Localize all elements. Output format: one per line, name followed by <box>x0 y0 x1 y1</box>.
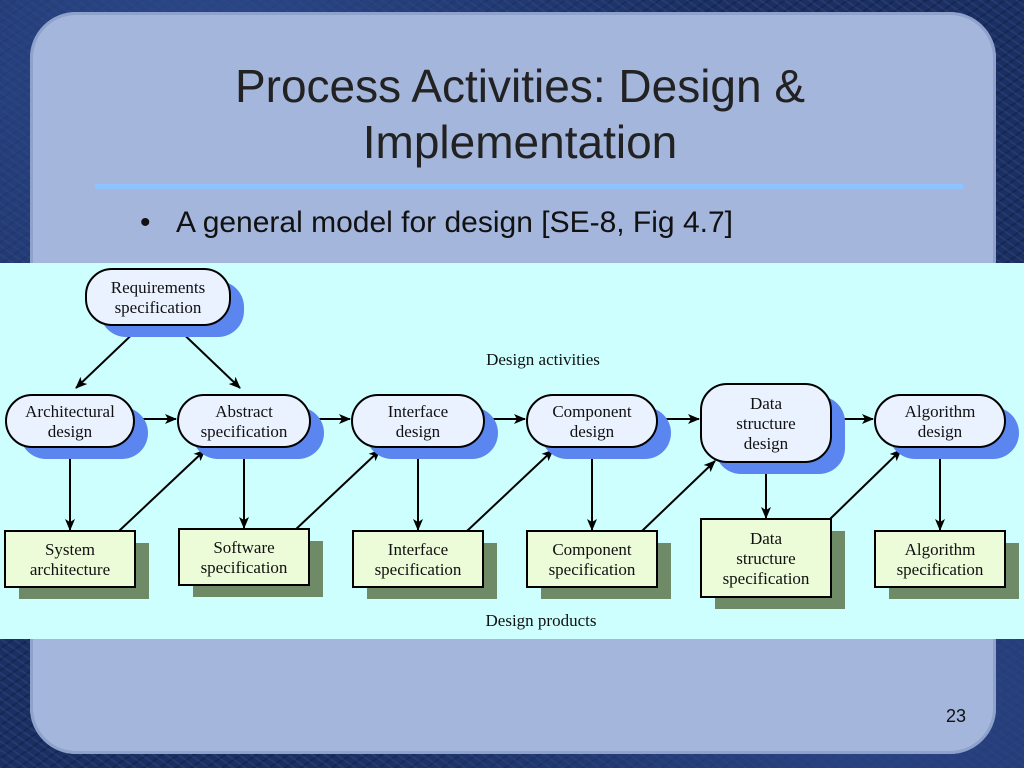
title-underline <box>95 184 963 189</box>
node-label-line: specification <box>723 569 810 588</box>
node-label-line: design <box>570 422 615 441</box>
design-products-label: Design products <box>486 611 597 630</box>
node-label-line: Component <box>552 402 632 421</box>
activity-box <box>5 394 135 448</box>
product-box <box>526 530 658 588</box>
node-label-line: structure <box>736 549 795 568</box>
arrow-product-to-next-activity-5 <box>828 449 902 521</box>
slide-title-line-2: Implementation <box>362 116 678 168</box>
node-label-line: Interface <box>388 402 448 421</box>
slide-title-line-1: Process Activities: Design & <box>234 60 806 112</box>
node-label-line: Software <box>213 538 274 557</box>
node-label-line: Algorithm <box>905 402 976 421</box>
node-label-line: specification <box>201 558 288 577</box>
page-number: 23 <box>945 706 966 726</box>
node-label-line: Data <box>750 529 783 548</box>
node-label-line: specification <box>897 560 984 579</box>
node-label-line: architecture <box>30 560 110 579</box>
activity-box <box>351 394 485 448</box>
node-label-line: structure <box>736 414 795 433</box>
design-activities-label: Design activities <box>486 350 600 369</box>
node-label-line: design <box>396 422 441 441</box>
node-label-line: specification <box>115 298 202 317</box>
node-label-line: Architectural <box>25 402 115 421</box>
node-label-line: specification <box>201 422 288 441</box>
activity-box <box>85 268 231 326</box>
node-label-line: design <box>744 434 789 453</box>
product-box <box>4 530 136 588</box>
node-label-line: Abstract <box>215 402 273 421</box>
node-label-line: Algorithm <box>905 540 976 559</box>
node-label-line: design <box>48 422 93 441</box>
node-label-line: specification <box>375 560 462 579</box>
node-label-line: Requirements <box>111 278 205 297</box>
diagram-nodes: RequirementsspecificationArchitecturalde… <box>4 268 1019 609</box>
product-box <box>700 518 832 598</box>
node-label-line: System <box>45 540 95 559</box>
activity-box <box>874 394 1006 448</box>
product-box <box>178 528 310 586</box>
slide-title: Process Activities: Design & Implementat… <box>0 58 1024 170</box>
node-label-line: Component <box>552 540 632 559</box>
bullet-marker: • <box>140 206 151 239</box>
arrow-product-to-next-activity-3 <box>466 449 554 532</box>
node-label-line: specification <box>549 560 636 579</box>
node-label-line: Interface <box>388 540 448 559</box>
bullet-text: A general model for design [SE-8, Fig 4.… <box>176 206 733 239</box>
arrow-product-to-next-activity-2 <box>293 449 381 532</box>
arrow-product-to-next-activity-4 <box>641 460 716 532</box>
bullet-item: • A general model for design [SE-8, Fig 4… <box>140 206 733 240</box>
node-label-line: design <box>918 422 963 441</box>
diagram-canvas: RequirementsspecificationArchitecturalde… <box>4 268 1019 630</box>
activity-box <box>526 394 658 448</box>
activity-box <box>700 383 832 463</box>
product-box <box>874 530 1006 588</box>
diagram-labels: Design activities Design products <box>486 350 600 630</box>
product-box <box>352 530 484 588</box>
activity-box <box>177 394 311 448</box>
node-label-line: Data <box>750 394 783 413</box>
arrow-product-to-next-activity-1 <box>118 449 206 532</box>
